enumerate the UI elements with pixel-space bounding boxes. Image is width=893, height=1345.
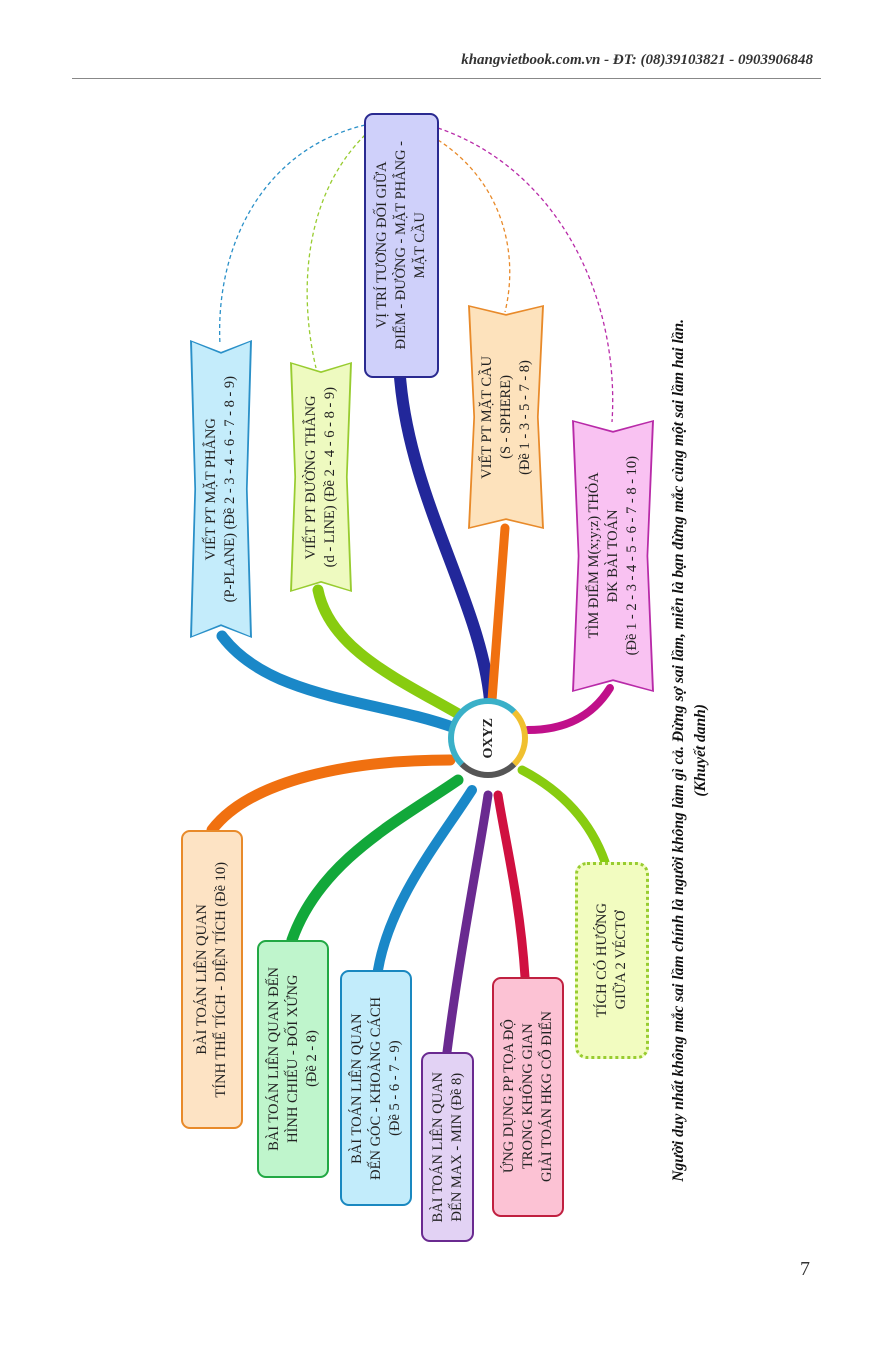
node-viet-pt-mat-cau: VIẾT PT MẶT CẦU(S - SPHERE)(Đề 1 - 3 - 5…	[468, 305, 544, 529]
center-node-oxyz: OXYZ	[448, 698, 528, 778]
header-contact: khangvietbook.com.vn - ĐT: (08)39103821 …	[461, 52, 813, 68]
branch-ung-dung	[493, 790, 530, 982]
node-text: MẶT CẦU	[412, 212, 428, 279]
node-text: GIỮA 2 VÉCTƠ	[613, 911, 629, 1010]
node-text: VIẾT PT MẶT PHẲNG	[203, 417, 219, 561]
node-text: GIẢI TOÁN HKG CỔ ĐIỂN	[538, 1011, 555, 1183]
header-divider	[72, 78, 821, 79]
node-text: TÍNH THỂ TÍCH - DIỆN TÍCH (Đề 10)	[213, 861, 229, 1098]
node-text: (Đề 5 - 6 - 7 - 9)	[386, 1040, 403, 1136]
quote: Người duy nhất không mắc sai lầm chính l…	[660, 270, 720, 1230]
node-viet-pt-mat-phang: VIẾT PT MẶT PHẲNG(P-PLANE) (Đề 2 - 3 - 4…	[190, 340, 252, 638]
node-viet-pt-duong-thang: VIẾT PT ĐƯỜNG THẲNG(d - LINE) (Đề 2 - 4 …	[290, 362, 352, 592]
dashed-link-tim-diem	[437, 127, 614, 423]
branch-mat-cau	[487, 523, 510, 705]
branch-max-min	[442, 790, 493, 1057]
branch-tim-diem	[524, 684, 614, 734]
node-text: HÌNH CHIẾU - ĐỐI XỨNG	[284, 974, 301, 1144]
branch-hinh-chieu	[286, 774, 464, 946]
branch-duong-thang	[312, 584, 468, 722]
node-text: (Đề 1 - 2 - 3 - 4 - 5 - 6 - 7 - 8 - 10)	[623, 456, 640, 656]
node-text: BÀI TOÁN LIÊN QUAN ĐẾN	[265, 967, 282, 1151]
node-text: VIẾT PT MẶT CẦU	[478, 355, 495, 479]
quote-author: (Khuyết danh)	[692, 703, 709, 797]
center-label: OXYZ	[480, 717, 496, 759]
branch-mat-phang	[216, 630, 461, 734]
branch-the-tich	[206, 754, 456, 836]
dashed-link-mat-phang	[218, 124, 366, 346]
branch-tich-co-huong	[517, 765, 610, 867]
node-text: (Đề 2 - 8)	[303, 1030, 320, 1088]
node-text: ĐK BÀI TOÁN	[604, 509, 621, 603]
node-text: ĐIỂM - ĐƯỜNG - MẶT PHẲNG -	[393, 141, 409, 350]
node-text: (P-PLANE) (Đề 2 - 3 - 4 - 6 - 7 - 8 - 9)	[222, 375, 238, 603]
node-text: (d - LINE) (Đề 2 - 4 - 6 - 8 - 9)	[322, 386, 338, 568]
branch-vi-tri	[394, 371, 496, 706]
node-text: TÍCH CÓ HƯỚNG	[594, 903, 610, 1018]
node-text: (Đề 1 - 3 - 5 - 7 - 8)	[516, 359, 533, 475]
quote-text: Người duy nhất không mắc sai lầm chính l…	[670, 318, 687, 1182]
dashed-link-duong-thang	[306, 134, 366, 369]
dashed-link-mat-cau	[437, 139, 511, 313]
node-text: BÀI TOÁN LIÊN QUAN	[348, 1012, 365, 1164]
node-text: (S - SPHERE)	[497, 375, 514, 459]
node-text: BÀI TOÁN LIÊN QUAN	[194, 904, 210, 1055]
node-text: VỊ TRÍ TƯƠNG ĐỐI GIỮA	[374, 162, 390, 329]
branch-goc	[373, 785, 477, 975]
node-text: ĐẾN MAX - MIN (Đề 8)	[448, 1072, 465, 1222]
node-text: TÌM ĐIỂM M(x;y;z) THỎA	[585, 472, 602, 640]
node-text: VIẾT PT ĐƯỜNG THẲNG	[303, 395, 319, 559]
node-text: ĐẾN GÓC - KHOẢNG CÁCH	[367, 996, 384, 1180]
page-number: 7	[800, 1258, 810, 1280]
node-text: BÀI TOÁN LIÊN QUAN	[429, 1071, 446, 1223]
node-text: TRONG KHÔNG GIAN	[519, 1024, 536, 1170]
node-text: ỨNG DỤNG PP TỌA ĐỘ	[500, 1020, 517, 1174]
